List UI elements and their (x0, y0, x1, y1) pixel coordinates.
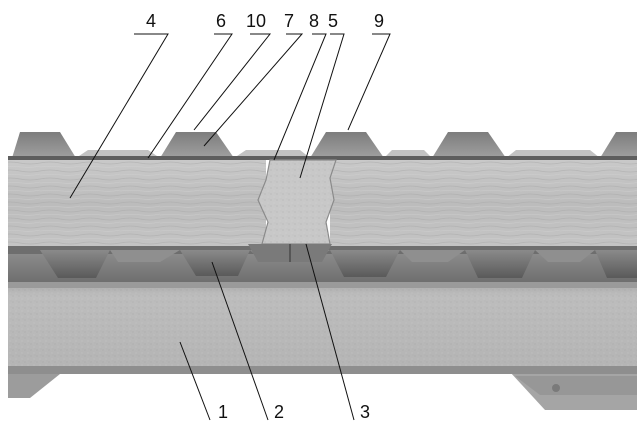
leader-line-9 (347, 33, 391, 131)
callout-10: 10 (246, 11, 266, 31)
insulation-board-right (330, 160, 637, 246)
connector-plate (248, 244, 332, 262)
callout-1: 1 (218, 402, 228, 421)
steel-beam (8, 282, 637, 374)
callout-8: 8 (309, 11, 319, 31)
callout-4: 4 (146, 11, 156, 31)
beam-flange-bottom (510, 372, 637, 410)
callout-7: 7 (284, 11, 294, 31)
callout-labels: 4 6 10 7 8 5 9 1 2 3 (146, 11, 384, 421)
leader-line-8 (273, 33, 327, 161)
callout-9: 9 (374, 11, 384, 31)
leader-line-6 (147, 33, 233, 159)
leader-line-7 (203, 33, 304, 147)
upper-profiled-deck (8, 132, 637, 160)
joint-filler (257, 159, 337, 245)
leader-line-10 (193, 33, 272, 131)
callout-3: 3 (360, 402, 370, 421)
leader-line-2 (211, 261, 269, 421)
callout-5: 5 (328, 11, 338, 31)
insulation-board-left (8, 160, 266, 246)
callout-2: 2 (274, 402, 284, 421)
leader-line-3 (305, 243, 355, 421)
leader-line-4 (69, 33, 169, 199)
callout-6: 6 (216, 11, 226, 31)
beam-flange-bottom-left (8, 374, 60, 398)
leader-line-5 (299, 33, 345, 179)
leader-lines (69, 33, 391, 421)
leader-line-1 (179, 341, 211, 421)
